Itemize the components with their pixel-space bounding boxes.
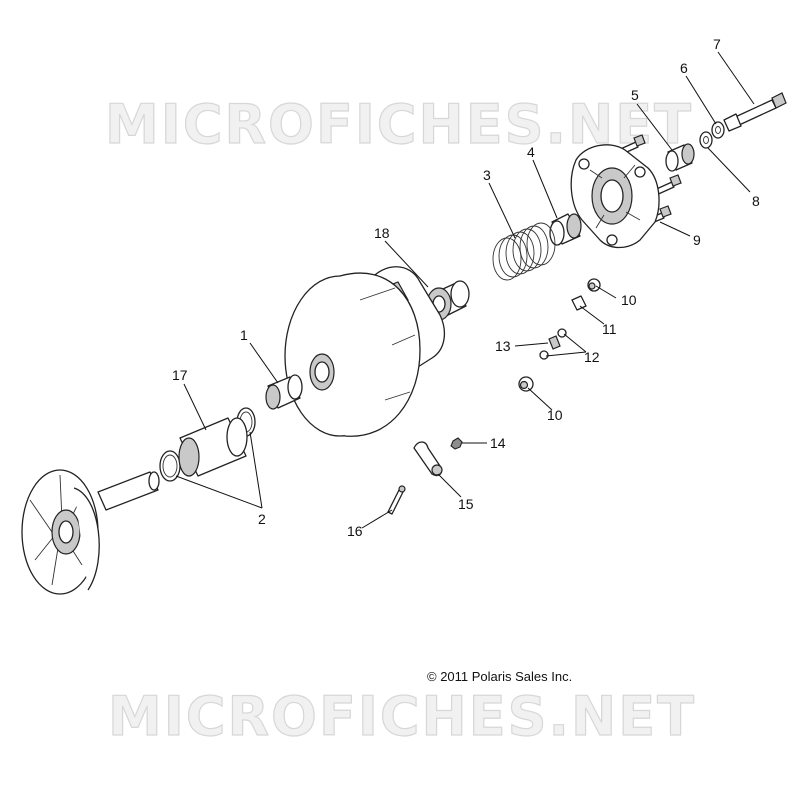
watermark-top: MICROFICHES.NET [105,93,693,156]
callout-18: 18 [374,225,390,241]
callout-11: 11 [602,321,617,337]
part-6-washer [711,121,725,139]
callout-2: 2 [258,511,266,527]
copyright-notice: © 2011 Polaris Sales Inc. [427,669,572,684]
callout-labels: 1 2 3 4 5 6 7 8 9 10 11 12 13 10 14 15 1… [172,36,760,539]
fixed-sheave-shaft [21,469,160,595]
part-12-washer-a [557,328,567,338]
callout-4: 4 [527,144,535,160]
part-5-bushing [665,143,695,172]
callout-13: 13 [495,338,511,354]
part-8-washer [699,131,713,149]
part-15-weight-arm [413,441,443,477]
callout-1: 1 [240,327,248,343]
part-3-spring [492,222,556,281]
callout-10-lower: 10 [547,407,563,423]
callout-6: 6 [680,60,688,76]
callout-14: 14 [490,435,506,451]
part-11-pin [571,295,587,311]
watermark-bottom: MICROFICHES.NET [108,685,696,748]
callout-3: 3 [483,167,491,183]
callout-16: 16 [347,523,363,539]
part-10-roller-lower [518,376,534,392]
part-17-sleeve [178,417,248,477]
part-16-pin [387,485,406,515]
callout-9: 9 [693,232,701,248]
callout-7: 7 [713,36,721,52]
part-12-washer-b [539,350,549,360]
part-10-roller-upper [587,278,601,292]
callout-5: 5 [631,87,639,103]
callout-17: 17 [172,367,188,383]
leader-lines [175,51,755,529]
part-1-bushing [265,374,303,410]
part-7-long-bolt [723,92,787,132]
callout-8: 8 [752,193,760,209]
part-4-bushing [549,213,582,246]
part-14-nut [450,437,463,450]
callout-12: 12 [584,349,600,365]
callout-15: 15 [458,496,474,512]
moveable-sheave [284,266,446,437]
spider-cover [570,144,660,249]
callout-10-upper: 10 [621,292,637,308]
part-13-bushing [548,335,561,350]
